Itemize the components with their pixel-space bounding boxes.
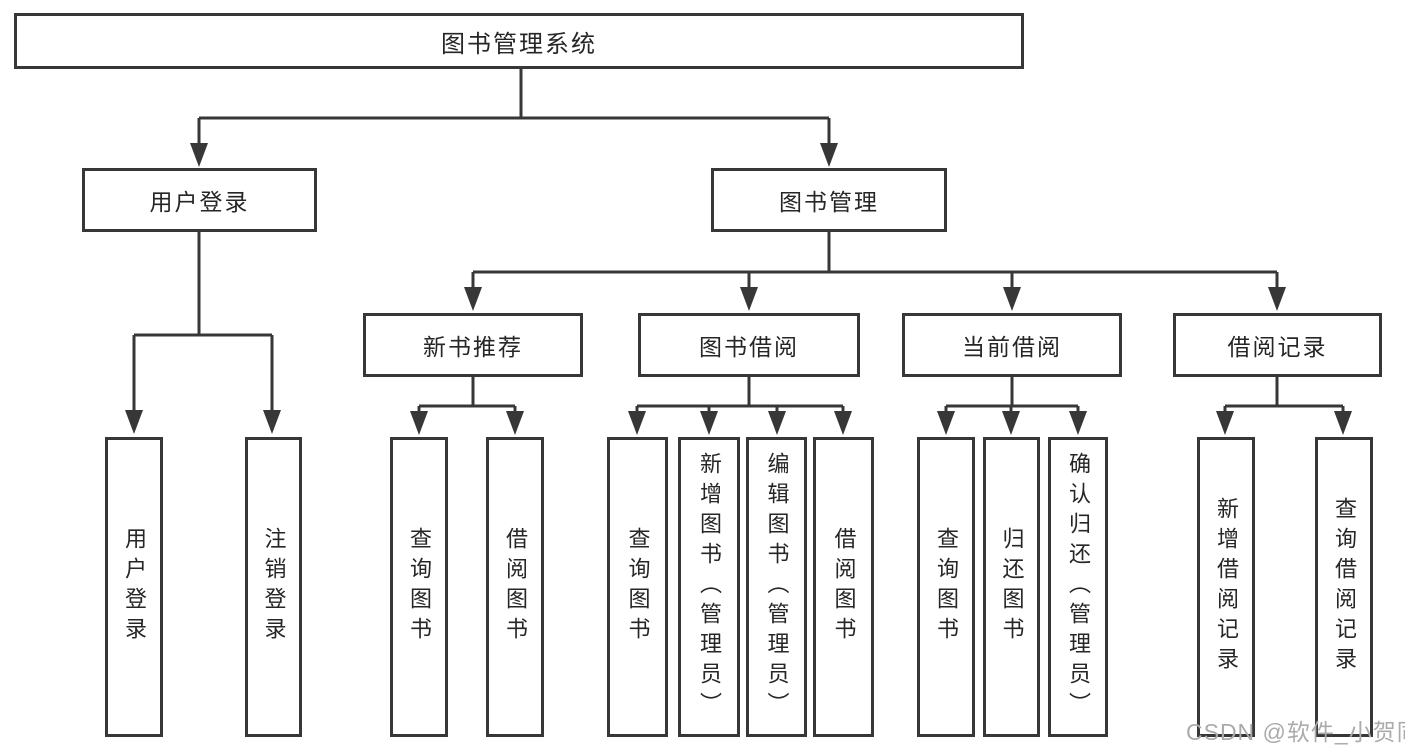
node-borrow-books-borrow-label: 借阅图书 [831, 527, 857, 647]
tree-edges [132, 69, 1345, 413]
node-user-login-label: 用户登录 [149, 189, 250, 215]
node-borrow-books-borrow: 借阅图书 [813, 437, 874, 737]
node-current-borrow-label: 当前借阅 [962, 334, 1062, 360]
node-query-books-recommend: 查询图书 [390, 437, 448, 737]
node-login-feature-label: 用户登录 [122, 527, 147, 647]
node-new-book-recommend: 新书推荐 [363, 313, 583, 377]
node-current-borrow: 当前借阅 [902, 313, 1122, 377]
node-confirm-return-admin-label: 确认归还（管理员） [1066, 452, 1091, 722]
node-query-borrow-record-label: 查询借阅记录 [1332, 497, 1357, 677]
node-book-borrow: 图书借阅 [638, 313, 860, 377]
node-user-login: 用户登录 [82, 168, 317, 232]
node-return-books: 归还图书 [983, 437, 1040, 737]
node-new-book-recommend-label: 新书推荐 [423, 334, 523, 360]
node-add-books-admin: 新增图书（管理员） [678, 437, 740, 737]
node-query-books-current-label: 查询图书 [934, 527, 959, 647]
arrowheads [125, 143, 1352, 435]
node-root: 图书管理系统 [14, 13, 1024, 69]
node-edit-books-admin: 编辑图书（管理员） [746, 437, 807, 737]
node-borrow-books-recommend: 借阅图书 [486, 437, 544, 737]
node-logout-feature: 注销登录 [245, 437, 302, 737]
node-query-books-borrow-label: 查询图书 [625, 527, 651, 647]
node-add-books-admin-label: 新增图书（管理员） [697, 452, 722, 722]
node-add-borrow-record-label: 新增借阅记录 [1214, 497, 1239, 677]
node-login-feature: 用户登录 [105, 437, 163, 737]
node-confirm-return-admin: 确认归还（管理员） [1048, 437, 1108, 737]
node-add-borrow-record: 新增借阅记录 [1197, 437, 1255, 737]
watermark: CSDN @软件_小贺同学 [1186, 719, 1405, 745]
node-query-books-current: 查询图书 [917, 437, 975, 737]
node-root-label: 图书管理系统 [441, 30, 597, 58]
node-query-borrow-record: 查询借阅记录 [1315, 437, 1373, 737]
node-book-borrow-label: 图书借阅 [699, 334, 799, 360]
node-query-books-recommend-label: 查询图书 [407, 527, 432, 647]
node-borrow-books-recommend-label: 借阅图书 [503, 527, 528, 647]
node-borrow-records-label: 借阅记录 [1227, 334, 1328, 360]
node-return-books-label: 归还图书 [999, 527, 1025, 647]
node-book-management-label: 图书管理 [779, 189, 879, 215]
node-query-books-borrow: 查询图书 [607, 437, 668, 737]
node-edit-books-admin-label: 编辑图书（管理员） [764, 452, 790, 722]
node-book-management: 图书管理 [711, 168, 947, 232]
node-borrow-records: 借阅记录 [1173, 313, 1382, 377]
node-logout-feature-label: 注销登录 [261, 527, 287, 647]
